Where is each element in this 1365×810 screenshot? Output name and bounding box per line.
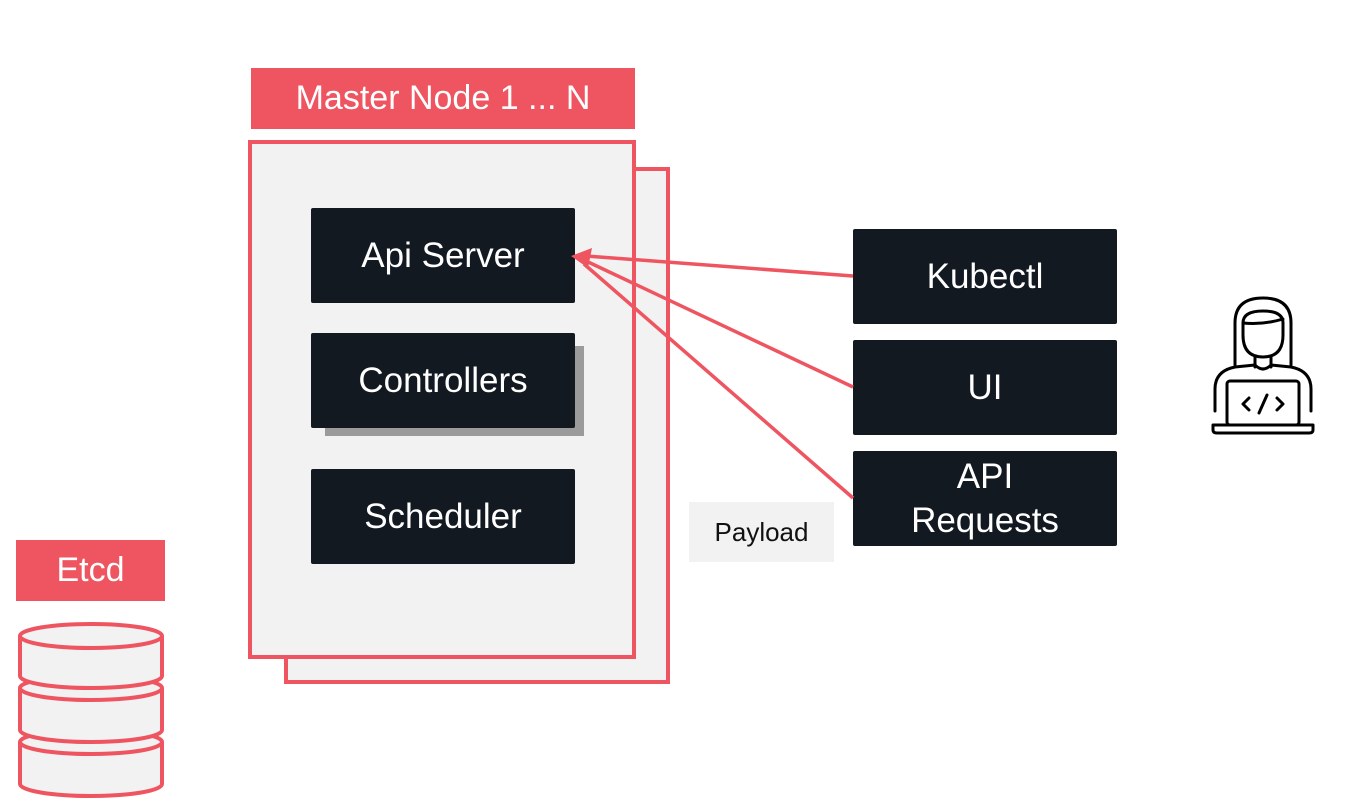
kubectl-box: Kubectl	[853, 229, 1117, 324]
ui-box: UI	[853, 340, 1117, 435]
controllers-box: Controllers	[311, 333, 575, 428]
api-server-label: Api Server	[361, 235, 525, 275]
etcd-label: Etcd	[16, 540, 165, 601]
api-requests-label-line2: Requests	[911, 500, 1059, 540]
developer-laptop-icon	[1211, 296, 1315, 435]
api-server-box: Api Server	[311, 208, 575, 303]
payload-label: Payload	[689, 502, 834, 562]
ui-label: UI	[967, 367, 1003, 407]
controllers-label: Controllers	[358, 360, 528, 400]
database-icon	[18, 622, 164, 798]
kubectl-label: Kubectl	[926, 256, 1044, 296]
master-node-title: Master Node 1 ... N	[251, 68, 635, 129]
api-requests-label-line1: API	[956, 456, 1014, 496]
scheduler-label: Scheduler	[364, 496, 522, 536]
api-requests-box: API Requests	[853, 451, 1117, 546]
scheduler-box: Scheduler	[311, 469, 575, 564]
